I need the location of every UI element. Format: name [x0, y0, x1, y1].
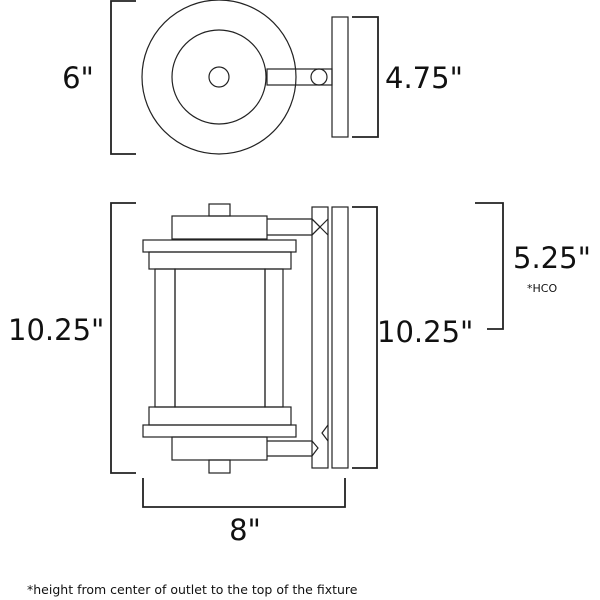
footnote: *height from center of outlet to the top… [27, 582, 358, 597]
bottom-finial [208, 459, 231, 474]
fixture-outer-circle [141, 0, 297, 155]
mounting-bar [311, 206, 329, 469]
left-column [154, 268, 176, 408]
mounting-joints [311, 218, 329, 442]
bottom-flange [142, 424, 297, 438]
bottom-arm [267, 440, 319, 457]
arm-joint [310, 68, 328, 86]
bottom-collar [148, 406, 292, 426]
width-bracket [142, 478, 346, 508]
backplate-height-label: 10.25" [377, 315, 473, 349]
top-view: 6" 4.75" [62, 0, 463, 155]
height-bracket-top-view [110, 0, 136, 155]
fixture-inner-circle [171, 29, 267, 125]
hco-bracket [475, 202, 504, 330]
backplate [331, 16, 349, 138]
front-height-label: 10.25" [8, 313, 104, 347]
arm [266, 68, 333, 86]
height-bracket-front [110, 202, 136, 474]
top-finial [208, 203, 231, 217]
top-height-label: 6" [62, 61, 94, 95]
hco-note: *HCO [527, 282, 557, 295]
front-view: 10.25" 10.25" 5.25" *HCO 8" [8, 202, 591, 547]
backplate-label: 4.75" [385, 61, 463, 95]
top-cap [171, 215, 268, 240]
backplate-height-bracket [352, 206, 378, 469]
width-label: 8" [229, 513, 261, 547]
fixture-center-circle [208, 66, 230, 88]
backplate-bracket [352, 16, 379, 138]
glass-panel [174, 268, 266, 408]
hco-label: 5.25" [513, 241, 591, 275]
top-collar [148, 251, 292, 270]
wall-plate [331, 206, 349, 469]
bottom-cap [171, 436, 268, 461]
top-flange [142, 239, 297, 253]
right-column [264, 268, 284, 408]
